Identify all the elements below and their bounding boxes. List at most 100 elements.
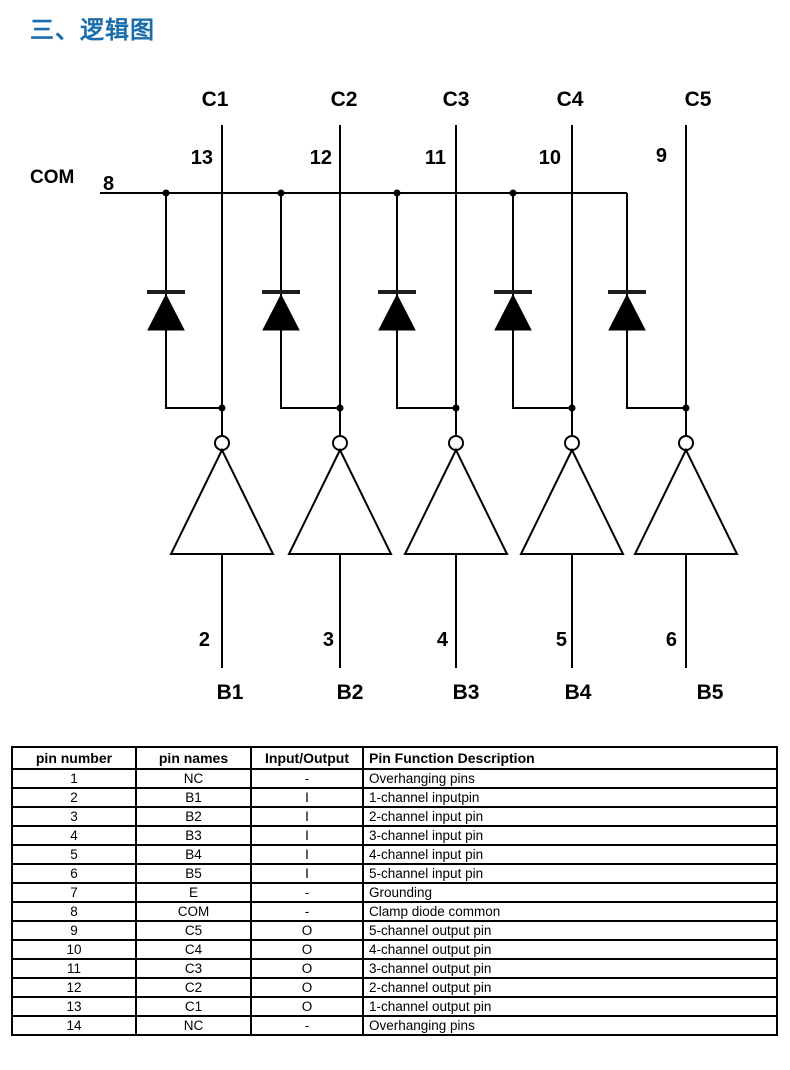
- collector-pin-number: 10: [539, 147, 561, 169]
- base-label: B4: [565, 681, 592, 704]
- description-cell: 3-channel output pin: [362, 958, 778, 979]
- collector-pin-number: 13: [191, 147, 213, 169]
- inverter-triangle: [169, 447, 275, 555]
- pin-number-cell: 11: [11, 958, 137, 979]
- pin-function-table: pin number pin names Input/Output Pin Fu…: [11, 746, 778, 1036]
- col-header-input-output: Input/Output: [250, 746, 364, 770]
- description-cell: Clamp diode common: [362, 901, 778, 922]
- inverter-triangle: [519, 447, 625, 555]
- pin-name-cell: NC: [135, 768, 252, 789]
- pin-number-cell: 2: [11, 787, 137, 808]
- pin-number-cell: 7: [11, 882, 137, 903]
- wire-junction-dot: [336, 404, 344, 412]
- description-cell: 1-channel inputpin: [362, 787, 778, 808]
- wire-junction-dot: [682, 404, 690, 412]
- pin-name-cell: C3: [135, 958, 252, 979]
- pin-name-cell: B4: [135, 844, 252, 865]
- description-cell: 5-channel input pin: [362, 863, 778, 884]
- pin-name-cell: C1: [135, 996, 252, 1017]
- pin-name-cell: C5: [135, 920, 252, 941]
- base-label: B2: [337, 681, 364, 704]
- pin-name-cell: B2: [135, 806, 252, 827]
- base-label: B3: [453, 681, 480, 704]
- base-label: B5: [697, 681, 724, 704]
- io-cell: I: [250, 863, 364, 884]
- col-header-pin-names: pin names: [135, 746, 252, 770]
- com-label: COM: [30, 167, 74, 188]
- diode-branch-wire: [512, 193, 572, 409]
- collector-label: C3: [443, 88, 470, 111]
- logic-diagram: COM 8 C1 13 2 B1 C2 12 3 B2 C3: [30, 88, 739, 704]
- com-pin-number: 8: [103, 173, 114, 195]
- pin-number-cell: 14: [11, 1015, 137, 1036]
- base-pin-number: 5: [556, 629, 567, 651]
- io-cell: I: [250, 825, 364, 846]
- channel-1: C1 13 2 B1: [147, 88, 275, 704]
- pin-number-cell: 9: [11, 920, 137, 941]
- pin-number-cell: 6: [11, 863, 137, 884]
- description-cell: Grounding: [362, 882, 778, 903]
- pin-number-cell: 8: [11, 901, 137, 922]
- io-cell: I: [250, 787, 364, 808]
- diode-branch-wire: [396, 193, 456, 409]
- pin-number-cell: 4: [11, 825, 137, 846]
- collector-pin-number: 9: [656, 145, 667, 167]
- io-cell: I: [250, 844, 364, 865]
- bus-junction-dot: [162, 189, 170, 197]
- io-cell: -: [250, 901, 364, 922]
- description-cell: 2-channel output pin: [362, 977, 778, 998]
- clamp-diode: [378, 293, 416, 331]
- bus-junction-dot: [277, 189, 285, 197]
- pin-number-cell: 13: [11, 996, 137, 1017]
- description-cell: 5-channel output pin: [362, 920, 778, 941]
- wire-junction-dot: [452, 404, 460, 412]
- clamp-diode: [494, 293, 532, 331]
- pin-number-cell: 5: [11, 844, 137, 865]
- collector-label: C4: [557, 88, 584, 111]
- description-cell: 2-channel input pin: [362, 806, 778, 827]
- description-cell: 1-channel output pin: [362, 996, 778, 1017]
- channel-2: C2 12 3 B2: [262, 88, 393, 704]
- base-pin-number: 6: [666, 629, 677, 651]
- pin-name-cell: C4: [135, 939, 252, 960]
- clamp-diode: [147, 293, 185, 331]
- diode-branch-wire: [165, 193, 222, 409]
- wire-junction-dot: [568, 404, 576, 412]
- collector-pin-number: 12: [310, 147, 332, 169]
- com-bus: COM 8: [30, 167, 627, 195]
- io-cell: -: [250, 768, 364, 789]
- diode-branch-wire: [280, 193, 340, 409]
- channel-5: C5 9 6 B5: [608, 88, 739, 704]
- pin-number-cell: 12: [11, 977, 137, 998]
- io-cell: I: [250, 806, 364, 827]
- io-cell: -: [250, 882, 364, 903]
- pin-name-cell: C2: [135, 977, 252, 998]
- clamp-diode: [608, 293, 646, 331]
- inverter-triangle: [403, 447, 509, 555]
- io-cell: -: [250, 1015, 364, 1036]
- collector-pin-number: 11: [425, 147, 446, 169]
- wire-junction-dot: [218, 404, 226, 412]
- clamp-diode: [262, 293, 300, 331]
- inverter-triangle: [633, 447, 739, 555]
- diode-branch-wire: [626, 193, 686, 409]
- base-pin-number: 4: [437, 629, 449, 651]
- pin-name-cell: NC: [135, 1015, 252, 1036]
- pin-number-cell: 10: [11, 939, 137, 960]
- description-cell: 4-channel input pin: [362, 844, 778, 865]
- collector-label: C2: [331, 88, 358, 111]
- table-header-row: pin number pin names Input/Output Pin Fu…: [11, 746, 778, 770]
- io-cell: O: [250, 958, 364, 979]
- io-cell: O: [250, 920, 364, 941]
- collector-label: C1: [202, 88, 229, 111]
- description-cell: Overhanging pins: [362, 768, 778, 789]
